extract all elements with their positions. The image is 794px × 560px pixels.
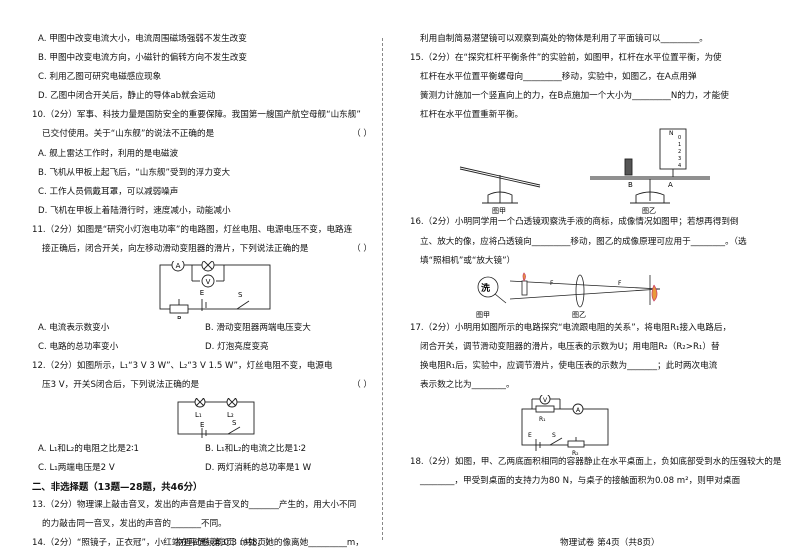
q12-source-label: E xyxy=(200,421,204,429)
q17-voltmeter-label: V xyxy=(543,397,548,404)
q11-source-label: E xyxy=(200,289,204,297)
q10-option-d: D. 飞机在甲板上着陆滑行时，速度减小，动能减小 xyxy=(38,205,231,216)
q9-option-a: A. 甲图中改变电流大小，电流周围磁场强弱不发生改变 xyxy=(38,34,247,44)
q12-stem-text: 压3 V，开关S闭合后，下列说法正确的是 xyxy=(42,380,200,391)
q14-line-2: 利用自制简易潜望镜可以观察到高处的物体是利用了平面镜可以_________。 xyxy=(420,34,708,44)
q11-option-a: A. 电流表示数变小 xyxy=(38,323,110,334)
q11-stem-2: 接正确后，闭合开关，向左移动滑动变阻器的滑片，下列说法正确的是 （ ） xyxy=(32,244,372,256)
q15-line-1: 15.（2分）在“探究杠杆平衡条件”的实验前，如图甲，杠杆在水平位置平衡，为使 xyxy=(410,53,722,64)
page-divider xyxy=(382,38,383,540)
q12-option-b: B. L₁和L₂的电流之比是1∶2 xyxy=(205,443,307,454)
q17-line-4: 表示数之比为________。 xyxy=(420,380,515,391)
q11-switch-label: S xyxy=(238,291,243,299)
left-page-footer: 物理试卷 第3页（共8页） xyxy=(175,538,275,548)
q15-tick-4: 4 xyxy=(678,163,681,169)
q12-stem-1: 12.（2分）如图所示，L₁“3 V 3 W”、L₂“3 V 1.5 W”，灯丝… xyxy=(32,361,333,372)
q17-switch-label: S xyxy=(552,432,556,439)
q10-answer-paren: （ ） xyxy=(352,129,372,140)
q17-r1-label: R₁ xyxy=(539,416,546,423)
q11-voltmeter-label: V xyxy=(206,278,211,286)
q16-line-2: 立、放大的像，应将凸透镜向_________移动，图乙的成像原理可应用于____… xyxy=(420,236,747,247)
q15-tick-3: 3 xyxy=(678,156,681,162)
q17-line-2: 闭合开关，调节滑动变阻器的滑片，电压表的示数为U；用电阻R₂（R₂>R₁）替 xyxy=(420,341,720,352)
q12-option-d: D. 两灯消耗的总功率是1 W xyxy=(205,462,312,473)
q15-newton-label: N xyxy=(669,130,674,137)
q15-scale-ticks: 0 1 2 3 4 xyxy=(678,135,681,169)
q12-switch-label: S xyxy=(232,419,237,427)
q9-option-b: B. 甲图中改变电流方向，小磁针的偏转方向不发生改变 xyxy=(38,53,248,64)
q11-option-d: D. 灯泡亮度变亮 xyxy=(205,342,269,353)
q15-line-4: 杠杆在水平位置重新平衡。 xyxy=(420,110,524,121)
q17-ammeter-label: A xyxy=(576,407,581,414)
left-page: A. 甲图中改变电流大小，电流周围磁场强弱不发生改变 B. 甲图中改变电流方向，… xyxy=(32,34,372,558)
q11-option-c: C. 电路的总功率变小 xyxy=(38,342,119,353)
q15-tick-2: 2 xyxy=(678,149,681,155)
q11-ammeter-label: A xyxy=(176,262,181,270)
q16-fig2-caption: 图乙 xyxy=(572,311,586,319)
q10-option-b: B. 飞机从甲板上起飞后，“山东舰”受到的浮力变大 xyxy=(38,167,231,178)
q11-resistor-label: R xyxy=(177,315,182,319)
q17-r2-label: R₂ xyxy=(572,450,579,455)
q12-options-row-1: A. L₁和L₂的电阻之比是2∶1 B. L₁和L₂的电流之比是1∶2 xyxy=(32,444,372,456)
q11-answer-paren: （ ） xyxy=(352,244,372,255)
section-2-heading: 二、非选择题（13题—28题，共46分） xyxy=(32,481,203,493)
q15-lever-figure: 0 1 2 3 4 N A B 图甲 图乙 xyxy=(459,129,710,215)
q15-tick-1: 1 xyxy=(678,142,681,148)
q16-fig1-caption: 图甲 xyxy=(476,311,490,319)
q10-option-a: A. 舰上雷达工作时，利用的是电磁波 xyxy=(38,148,179,159)
q9-option-c: C. 利用乙图可研究电磁感应现象 xyxy=(38,72,162,83)
q16-label-wash: 洗 xyxy=(481,282,490,294)
q12-options-row-2: C. L₁两端电压是2 V D. 两灯消耗的总功率是1 W xyxy=(32,463,372,475)
q17-line-3: 换电阻R₁后，实验中，应调节滑片，使电压表的示数为_______；此时两次电流 xyxy=(420,360,718,371)
q12-l1-label: L₁ xyxy=(195,411,202,419)
q11-option-b: B. 滑动变阻器两端电压变大 xyxy=(205,323,311,334)
q16-focus-left: F xyxy=(550,280,554,287)
q10-stem-2: 已交付使用。关于“山东舰”的说法不正确的是 （ ） xyxy=(32,129,372,141)
q16-line-1: 16.（2分）小明同学用一个凸透镜观察洗手液的商标，成像情况如图甲；若想再得到倒 xyxy=(410,217,739,228)
q11-stem-1: 11.（2分）如图是“研究小灯泡电功率”的电路图，灯丝电阻、电源电压不变，电路连 xyxy=(32,224,353,235)
q15-fig2-caption: 图乙 xyxy=(642,207,656,215)
right-page-footer: 物理试卷 第4页（共8页） xyxy=(560,538,660,548)
q12-option-a: A. L₁和L₂的电阻之比是2∶1 xyxy=(38,443,139,454)
q16-lens-figure: 洗 F F 图甲 图乙 xyxy=(476,272,661,319)
q9-option-d: D. 乙图中闭合开关后，静止的导体ab就会运动 xyxy=(38,91,216,102)
q15-point-b-label: B xyxy=(628,181,633,189)
q15-tick-0: 0 xyxy=(678,135,681,141)
q10-option-c: C. 工作人员佩戴耳罩，可以减弱噪声 xyxy=(38,186,179,197)
q10-stem-text: 已交付使用。关于“山东舰”的说法不正确的是 xyxy=(42,129,215,140)
q11-options-row-1: A. 电流表示数变小 B. 滑动变阻器两端电压变大 xyxy=(32,323,372,335)
q15-line-3: 簧测力计施加一个竖直向上的力，在B点施加一个大小为_________N的力，才能… xyxy=(420,91,729,102)
q12-answer-paren: （ ） xyxy=(352,380,372,391)
q11-circuit-figure: A V E S R xyxy=(159,261,271,319)
q11-options-row-2: C. 电路的总功率变小 D. 灯泡亮度变亮 xyxy=(32,342,372,354)
q18-line-2: ________，甲受到桌面的支持力为80 N，与桌子的接触面积为0.08 m²… xyxy=(420,476,741,487)
q14-line-1: 14.（2分）“照镜子，正衣冠”，小红站在平面镜前0.3 m处，她的像离她___… xyxy=(32,538,364,549)
q15-point-a-label: A xyxy=(668,181,673,189)
q12-circuit-figure: L₁ L₂ E S xyxy=(177,397,255,438)
q17-circuit-figure: V A R₁ E S R₂ xyxy=(521,395,609,455)
right-page: 利用自制简易潜望镜可以观察到高处的物体是利用了平面镜可以_________。 1… xyxy=(410,34,782,495)
q13-line-2: 的力敲击同一音叉，发出的声音的_______不同。 xyxy=(42,519,227,530)
q10-stem-1: 10.（2分）军事、科技力量是国防安全的重要保障。我国第一艘国产航空母舰“山东舰… xyxy=(32,110,361,121)
q16-line-3: 填“照相机”或“放大镜”） xyxy=(420,255,516,266)
q17-line-1: 17.（2分）小明用如图所示的电路探究“电流跟电阻的关系”，将电阻R₁接入电路后… xyxy=(410,322,732,333)
q12-stem-2: 压3 V，开关S闭合后，下列说法正确的是 （ ） xyxy=(32,380,372,392)
q13-line-1: 13.（2分）物理课上敲击音叉，发出的声音是由于音叉的_______产生的，用大… xyxy=(32,500,357,511)
q12-option-c: C. L₁两端电压是2 V xyxy=(38,462,115,473)
q17-source-label: E xyxy=(528,432,532,439)
q12-l2-label: L₂ xyxy=(227,411,234,419)
q15-fig1-caption: 图甲 xyxy=(492,207,506,215)
q15-line-2: 杠杆在水平位置平衡螺母向_________移动，实验中，如图乙，在A点用弹 xyxy=(420,72,697,83)
q16-focus-right: F xyxy=(618,280,622,287)
q18-line-1: 18.（2分）如图，甲、乙两底面积相同的容器静止在水平桌面上，负如底部受到水的压… xyxy=(410,457,782,468)
q11-stem-text: 接正确后，闭合开关，向左移动滑动变阻器的滑片，下列说法正确的是 xyxy=(42,244,309,255)
